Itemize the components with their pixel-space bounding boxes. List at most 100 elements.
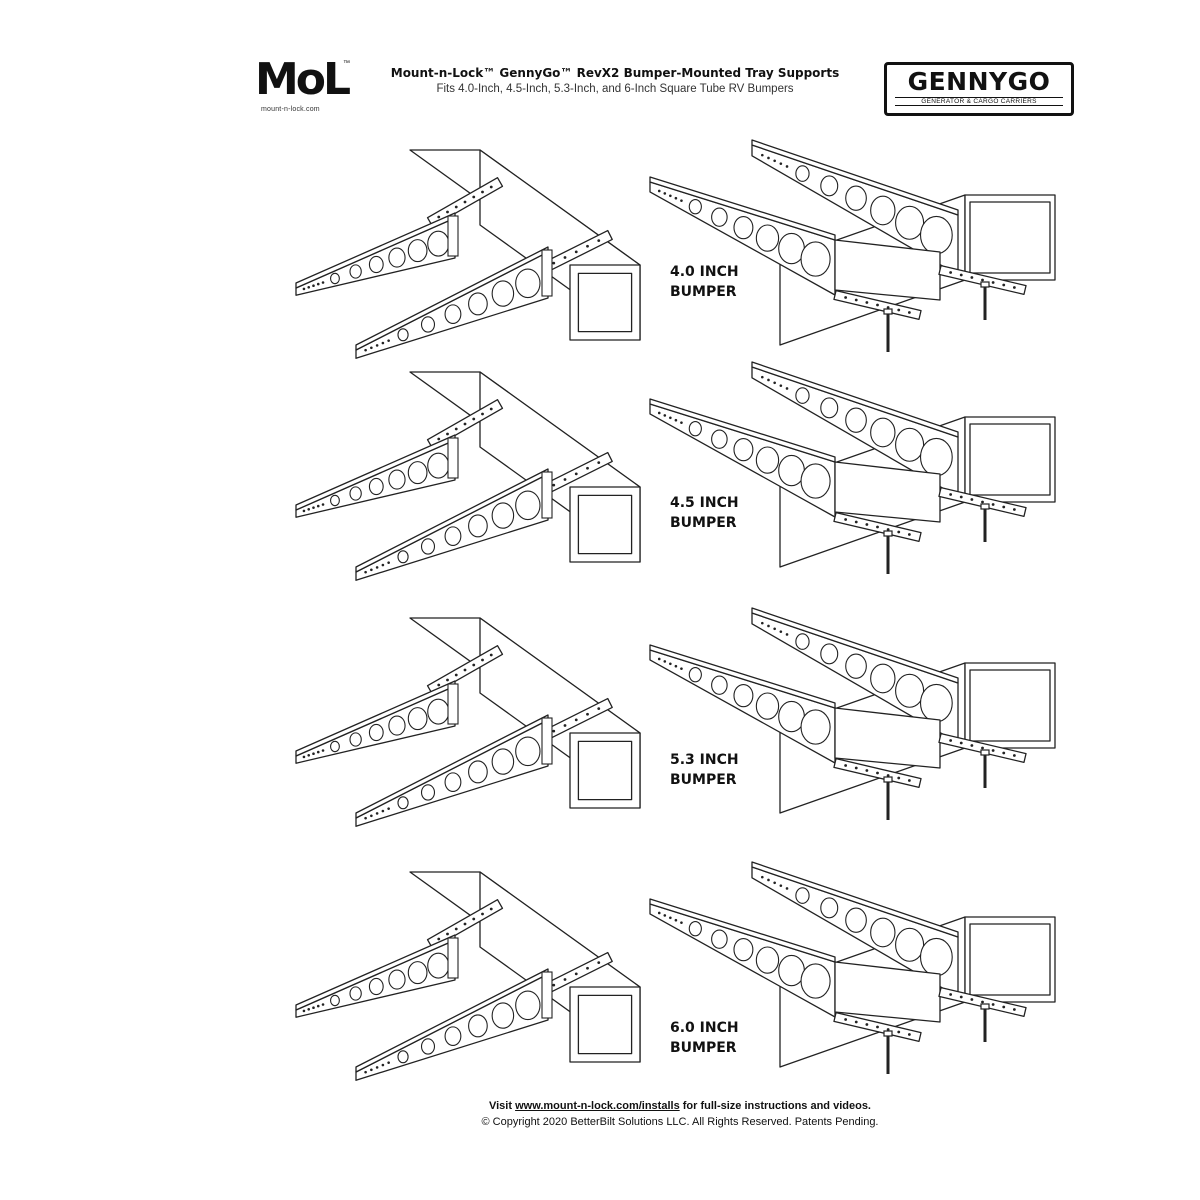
lightening-hole bbox=[388, 469, 406, 490]
lightening-hole bbox=[688, 199, 702, 215]
lightening-hole bbox=[515, 490, 541, 521]
bumper-size-label: 4.5 INCH bbox=[670, 495, 739, 511]
bolt-hole bbox=[657, 189, 661, 193]
lightening-hole bbox=[733, 437, 754, 462]
document-footer: Visit www.mount-n-lock.com/installs for … bbox=[380, 1098, 980, 1130]
bumper-tube-bore bbox=[577, 740, 633, 801]
strap-hole bbox=[1002, 1005, 1006, 1009]
lightening-hole bbox=[330, 272, 340, 285]
lightening-hole bbox=[795, 165, 810, 182]
lightening-hole bbox=[895, 205, 925, 240]
lightening-hole bbox=[733, 215, 754, 240]
bolt-hole bbox=[312, 1006, 315, 1010]
gennygo-logo: GENNYGO GENERATOR & CARGO CARRIERS bbox=[884, 62, 1074, 116]
bolt-hole bbox=[669, 194, 672, 198]
lightening-hole bbox=[800, 463, 831, 499]
lightening-hole bbox=[688, 667, 702, 683]
spacer-plate bbox=[834, 461, 941, 523]
installs-link[interactable]: www.mount-n-lock.com/installs bbox=[515, 1100, 680, 1112]
strap-hole bbox=[897, 776, 901, 780]
rear-arm-flange bbox=[751, 361, 959, 438]
lightening-hole bbox=[755, 946, 780, 974]
strap-hole bbox=[886, 774, 890, 777]
lightening-hole bbox=[845, 907, 867, 933]
lightening-hole bbox=[444, 304, 462, 325]
strap-hole bbox=[574, 250, 578, 254]
lightening-hole bbox=[427, 452, 450, 479]
mnl-logo-url: mount-n-lock.com bbox=[261, 106, 320, 113]
right-view-assembly-4 bbox=[649, 861, 1056, 1074]
strap-hole bbox=[1012, 754, 1016, 757]
rear-arm-clamp bbox=[447, 937, 459, 979]
bolt-hole bbox=[669, 662, 672, 666]
strap-hole bbox=[959, 995, 963, 999]
strap-hole bbox=[865, 769, 869, 772]
strap-hole bbox=[481, 912, 484, 916]
strap-hole bbox=[597, 707, 601, 711]
bumper-label-4-0: 4.0 INCH BUMPER bbox=[670, 262, 739, 302]
mount-n-lock-logo: MoL ™ mount-n-lock.com bbox=[255, 58, 355, 118]
bolt-hole bbox=[316, 282, 320, 286]
bolt-hole bbox=[381, 563, 385, 567]
lightening-hole bbox=[895, 673, 925, 708]
rear-arm-flange bbox=[751, 861, 959, 938]
rear-arm-flange bbox=[751, 607, 959, 684]
strap-hole bbox=[876, 771, 879, 775]
strap-hole bbox=[574, 472, 578, 476]
bolt-hole bbox=[375, 566, 379, 569]
gennygo-logo-tagline: GENERATOR & CARGO CARRIERS bbox=[895, 97, 1063, 106]
strap-hole bbox=[844, 1018, 848, 1021]
strap-hole bbox=[1002, 751, 1006, 755]
lightening-hole bbox=[800, 241, 831, 277]
strap-hole bbox=[959, 741, 963, 745]
document-header: Mount-n-Lock™ GennyGo™ RevX2 Bumper-Moun… bbox=[355, 66, 875, 95]
strap-hole bbox=[574, 718, 578, 722]
bolt-hole bbox=[779, 884, 783, 887]
strap-hole bbox=[446, 432, 449, 436]
strap-hole bbox=[897, 1030, 901, 1034]
lightening-hole bbox=[397, 550, 409, 564]
lightening-hole bbox=[800, 963, 831, 999]
strap-hole bbox=[489, 653, 493, 657]
strap-hole bbox=[586, 966, 589, 970]
lightening-hole bbox=[845, 185, 867, 211]
strap-hole bbox=[552, 983, 556, 987]
rear-arm-clamp bbox=[447, 437, 459, 479]
lightening-hole bbox=[397, 796, 409, 810]
strap-hole bbox=[991, 281, 995, 284]
bolt-hole bbox=[312, 284, 315, 288]
bolt-hole bbox=[680, 921, 683, 924]
bumper-tube-bore bbox=[969, 923, 1051, 996]
lightening-hole bbox=[733, 937, 754, 962]
strap-hole bbox=[454, 927, 458, 931]
bumper-tube-bore bbox=[577, 994, 633, 1055]
bolt-hole bbox=[761, 153, 764, 157]
bolt-hole bbox=[669, 916, 672, 920]
bolt-hole bbox=[364, 570, 367, 574]
bolt-hole bbox=[312, 752, 315, 756]
bolt-hole bbox=[657, 411, 661, 415]
j-bolt-rear-head bbox=[980, 281, 990, 288]
bumper-label-4-5: 4.5 INCH BUMPER bbox=[670, 493, 739, 533]
bolt-hole bbox=[387, 561, 390, 564]
lightening-hole bbox=[407, 239, 428, 263]
bolt-hole bbox=[364, 1070, 367, 1074]
lightening-hole bbox=[800, 709, 831, 745]
lightening-hole bbox=[895, 927, 925, 962]
strap-hole bbox=[949, 493, 953, 496]
bolt-hole bbox=[321, 1003, 325, 1006]
lightening-hole bbox=[349, 986, 362, 1001]
bumper-label-6-0: 6.0 INCH BUMPER bbox=[670, 1018, 739, 1058]
bolt-hole bbox=[312, 506, 315, 510]
bolt-hole bbox=[375, 1066, 379, 1069]
front-arm-clamp bbox=[541, 717, 553, 765]
bolt-hole bbox=[657, 657, 661, 661]
right-view-assembly-1 bbox=[649, 139, 1056, 352]
bolt-hole bbox=[773, 881, 776, 885]
lightening-hole bbox=[468, 514, 488, 538]
bolt-hole bbox=[663, 660, 667, 663]
bolt-hole bbox=[674, 418, 678, 422]
strap-hole bbox=[472, 663, 476, 667]
lightening-hole bbox=[820, 643, 839, 665]
bumper-size-label: 5.3 INCH bbox=[670, 752, 739, 768]
